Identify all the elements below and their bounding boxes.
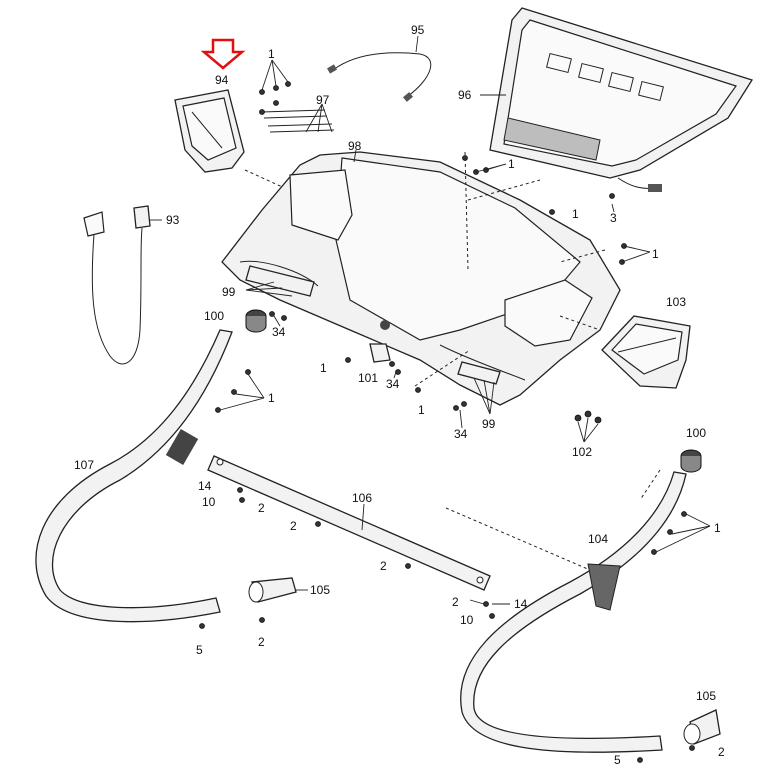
part-105-endcap-left xyxy=(248,577,308,603)
callout-2: 2 xyxy=(290,519,297,533)
part-93-safety-key xyxy=(83,205,162,365)
callout-1: 1 xyxy=(508,157,515,171)
callout-10: 10 xyxy=(202,495,216,509)
part-99-grip-right xyxy=(453,361,501,429)
callout-103: 103 xyxy=(666,295,686,309)
callout-2: 2 xyxy=(718,745,725,759)
part-106-crossbar xyxy=(207,455,491,591)
callout-99: 99 xyxy=(222,285,236,299)
callout-93: 93 xyxy=(166,213,180,227)
callout-1: 1 xyxy=(652,247,659,261)
callout-105: 105 xyxy=(696,689,716,703)
callout-102: 102 xyxy=(572,445,592,459)
callout-1: 1 xyxy=(268,47,275,61)
part-100-cap-right xyxy=(680,449,702,473)
callout-94: 94 xyxy=(215,73,229,87)
part-107-left-handrail xyxy=(35,329,265,623)
part-96-console xyxy=(480,7,754,192)
part-100-cap-left xyxy=(245,309,267,333)
part-101-bracket xyxy=(369,343,401,379)
callout-104: 104 xyxy=(588,532,608,546)
callout-10: 10 xyxy=(460,613,474,627)
part-103-cup-holder xyxy=(601,315,691,389)
highlight-arrow-icon xyxy=(200,38,246,70)
callout-2: 2 xyxy=(380,559,387,573)
callout-34: 34 xyxy=(386,377,400,391)
callout-107: 107 xyxy=(74,458,94,472)
part-105-endcap-right xyxy=(683,709,721,745)
part-94-cup-holder xyxy=(174,89,301,196)
callout-14: 14 xyxy=(198,479,212,493)
callout-14: 14 xyxy=(514,597,528,611)
part-97-brackets xyxy=(259,59,335,133)
misc-screws xyxy=(199,155,695,763)
callout-99: 99 xyxy=(482,417,496,431)
callout-100: 100 xyxy=(204,309,224,323)
callout-106: 106 xyxy=(352,491,372,505)
callout-1: 1 xyxy=(418,403,425,417)
part-102-screws xyxy=(574,410,602,443)
callout-34: 34 xyxy=(272,325,286,339)
assembly-leader-lines xyxy=(414,151,661,571)
part-104-right-handrail xyxy=(460,471,711,753)
callout-98: 98 xyxy=(348,139,362,153)
callout-1: 1 xyxy=(714,521,721,535)
callout-labels: 94 1 97 95 96 98 1 1 3 1 93 99 100 34 10… xyxy=(74,23,725,767)
callout-34: 34 xyxy=(454,427,468,441)
callout-1: 1 xyxy=(268,391,275,405)
callout-5: 5 xyxy=(196,643,203,657)
callout-2: 2 xyxy=(258,501,265,515)
callout-2: 2 xyxy=(452,595,459,609)
callout-105: 105 xyxy=(310,583,330,597)
part-95-wire xyxy=(327,35,432,102)
callout-101: 101 xyxy=(358,371,378,385)
part-98-console-base xyxy=(221,149,621,406)
callout-96: 96 xyxy=(458,88,472,102)
callout-3: 3 xyxy=(610,211,617,225)
callout-2: 2 xyxy=(258,635,265,649)
callout-97: 97 xyxy=(316,93,330,107)
callout-95: 95 xyxy=(411,23,425,37)
callout-5: 5 xyxy=(614,753,621,767)
callout-100: 100 xyxy=(686,426,706,440)
callout-1: 1 xyxy=(572,207,579,221)
callout-1: 1 xyxy=(320,361,327,375)
part-99-grip-left xyxy=(245,265,315,327)
